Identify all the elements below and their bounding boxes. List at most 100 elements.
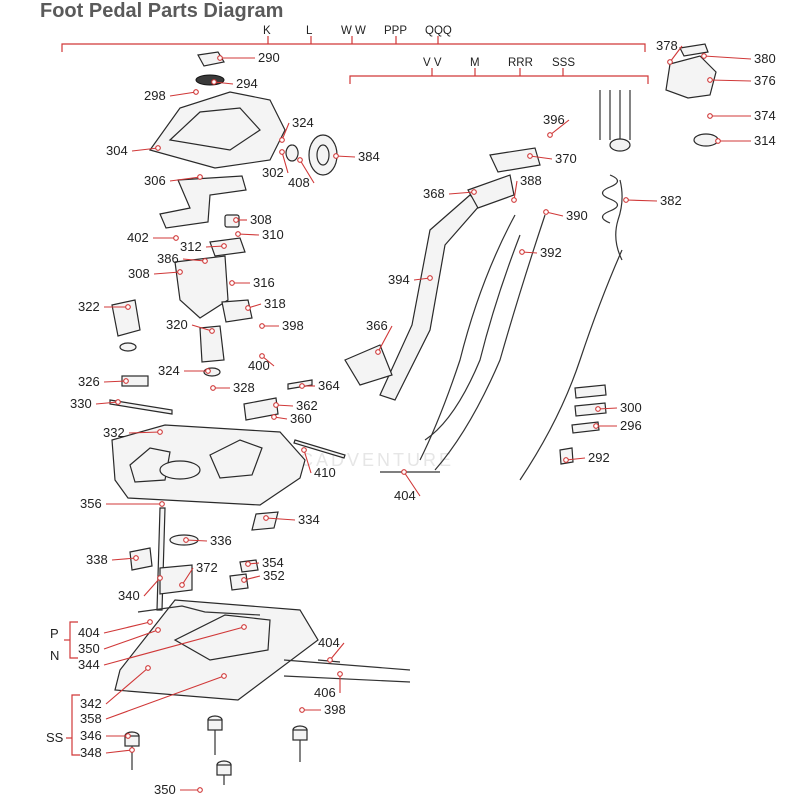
part-label-p322: 322 <box>78 299 100 314</box>
part-label-p354: 354 <box>262 555 284 570</box>
part-label-p400: 400 <box>248 358 270 373</box>
leader-dot-p380 <box>701 53 707 59</box>
part-label-p350a: 350 <box>78 641 100 656</box>
leader-dot-p404b <box>327 657 333 663</box>
part-label-p296: 296 <box>620 418 642 433</box>
part-label-p336: 336 <box>210 533 232 548</box>
bracket-code-k: K <box>263 25 271 37</box>
leader-dot-p404a <box>147 619 153 625</box>
part-label-p308a: 308 <box>250 212 272 227</box>
part-label-p402: 402 <box>127 230 149 245</box>
part-label-p304: 304 <box>106 143 128 158</box>
leader-dot-p388 <box>511 197 517 203</box>
leader-line-p292 <box>565 457 586 461</box>
leader-dot-p322 <box>125 304 131 310</box>
leader-dot-p340 <box>157 575 163 581</box>
part-label-p362: 362 <box>296 398 318 413</box>
leader-dot-p350b <box>197 787 203 793</box>
leader-dot-p320 <box>209 328 215 334</box>
part-label-p398b: 398 <box>324 702 346 717</box>
part-label-p360: 360 <box>290 411 312 426</box>
pedal-top-cover <box>149 51 338 176</box>
leader-dot-p386 <box>202 258 208 264</box>
part-label-p328: 328 <box>233 380 255 395</box>
leader-dot-p370 <box>527 153 533 159</box>
leader-dot-p328 <box>210 385 216 391</box>
leader-dot-p306 <box>197 174 203 180</box>
leader-dot-p378 <box>667 59 673 65</box>
bracket-code-l: L <box>306 25 313 37</box>
leader-dot-p404c <box>401 469 407 475</box>
part-label-p404c: 404 <box>394 488 416 503</box>
callout-leaders <box>95 45 752 793</box>
leader-dot-p400 <box>259 353 265 359</box>
leader-dot-p358 <box>221 673 227 679</box>
leader-dot-p360 <box>271 414 277 420</box>
leader-dot-p406 <box>337 671 343 677</box>
leader-dot-p394 <box>427 275 433 281</box>
leader-line-p332 <box>128 431 161 434</box>
leader-dot-p382 <box>623 197 629 203</box>
part-label-p374: 374 <box>754 108 776 123</box>
leader-dot-p324b <box>205 368 211 374</box>
part-label-p306: 306 <box>144 173 166 188</box>
leader-line-p366 <box>377 325 393 353</box>
part-label-p372: 372 <box>196 560 218 575</box>
leader-dot-p290 <box>217 55 223 61</box>
part-label-p350b: 350 <box>154 782 176 797</box>
leader-line-p404a <box>103 621 151 634</box>
leader-dot-p408 <box>297 157 303 163</box>
part-label-p376: 376 <box>754 73 776 88</box>
leader-line-p404c <box>403 471 421 497</box>
leader-dot-p374 <box>707 113 713 119</box>
leader-dot-p318 <box>245 305 251 311</box>
leader-line-p338 <box>111 557 137 561</box>
part-label-p368: 368 <box>423 186 445 201</box>
part-label-p302: 302 <box>262 165 284 180</box>
leader-dot-p402 <box>173 235 179 241</box>
part-label-p324b: 324 <box>158 363 180 378</box>
bracket-code-m: M <box>470 57 480 69</box>
part-label-p404b: 404 <box>318 635 340 650</box>
leader-dot-p354 <box>245 561 251 567</box>
leader-dot-p294 <box>211 79 217 85</box>
linkage-housing <box>111 255 253 387</box>
leader-line-p358 <box>105 675 225 720</box>
bracket-code-rrr: RRR <box>508 57 533 69</box>
base-plate <box>114 599 319 701</box>
bracket-code-qqq: QQQ <box>425 25 452 37</box>
part-label-p298: 298 <box>144 88 166 103</box>
leader-dot-p344 <box>241 624 247 630</box>
part-label-p410: 410 <box>314 465 336 480</box>
leader-line-p298 <box>169 91 197 97</box>
top-bracket: K L W W PPP QQQ <box>61 25 646 52</box>
part-label-p316: 316 <box>253 275 275 290</box>
bracket-code-vv: V V <box>423 57 442 69</box>
leader-dot-p314 <box>715 138 721 144</box>
leader-line-p334 <box>265 517 296 521</box>
leader-dot-p364 <box>299 383 305 389</box>
part-label-p312: 312 <box>180 239 202 254</box>
leader-line-p304 <box>131 147 159 152</box>
leader-dot-p350a <box>155 627 161 633</box>
leader-dot-p372 <box>179 582 185 588</box>
leader-line-p340 <box>143 577 161 597</box>
leader-dot-p292 <box>563 457 569 463</box>
leader-line-p324a <box>281 122 290 141</box>
leader-dot-p326 <box>123 378 129 384</box>
side-code-n: N <box>50 648 59 663</box>
part-label-p380: 380 <box>754 51 776 66</box>
leader-dot-p308b <box>177 269 183 275</box>
leader-line-p408 <box>299 159 315 184</box>
leader-dot-p312 <box>221 243 227 249</box>
leader-dot-p398a <box>259 323 265 329</box>
part-label-p404a: 404 <box>78 625 100 640</box>
leader-dot-p304 <box>155 145 161 151</box>
leader-dot-p332 <box>157 429 163 435</box>
leader-line-p384 <box>335 155 356 158</box>
leader-dot-p336 <box>183 537 189 543</box>
leader-dot-p302 <box>279 149 285 155</box>
part-label-p334: 334 <box>298 512 320 527</box>
part-label-p338: 338 <box>86 552 108 567</box>
